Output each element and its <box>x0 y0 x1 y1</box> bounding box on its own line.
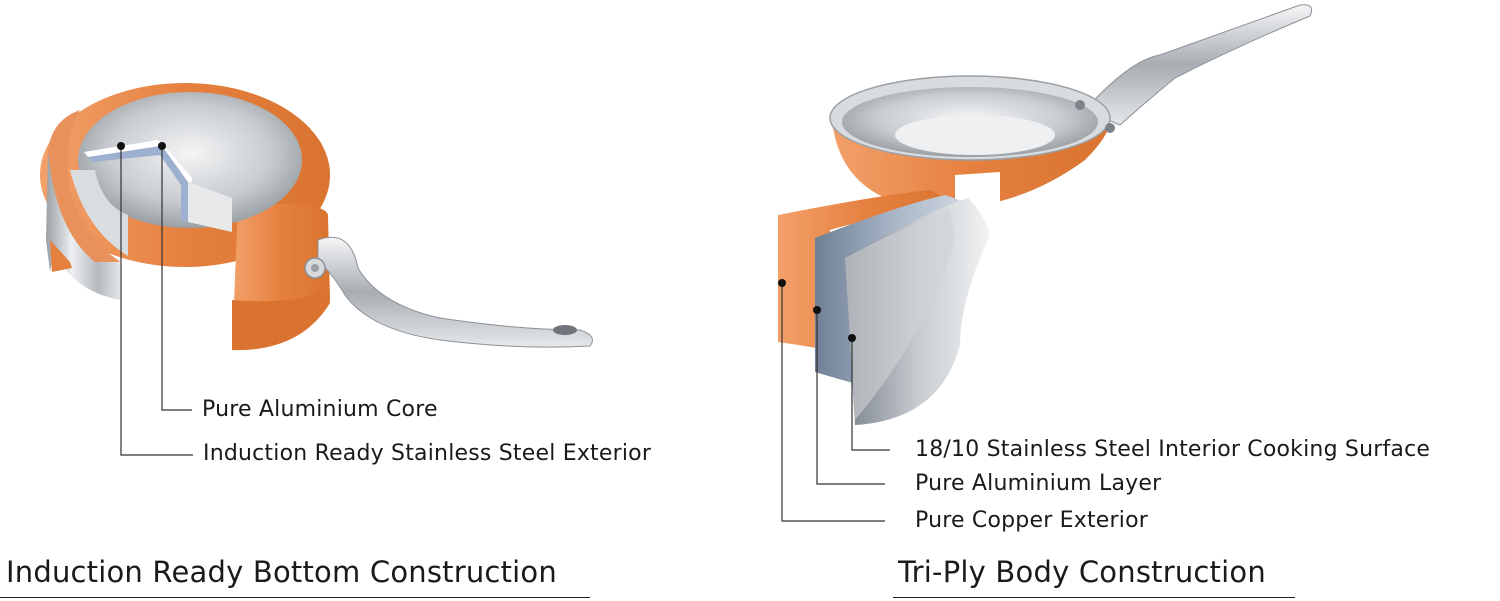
leader-dots <box>117 142 856 342</box>
dot-aluminium-layer <box>813 306 821 314</box>
saucepan-cutaway <box>40 83 593 351</box>
frypan-cutaway <box>778 4 1313 425</box>
heading-left-rule <box>0 597 590 598</box>
label-pure-aluminium-layer: Pure Aluminium Layer <box>915 471 1162 496</box>
dot-stainless-exterior <box>117 142 125 150</box>
heading-right: Tri-Ply Body Construction <box>898 555 1266 589</box>
heading-right-rule <box>893 597 1295 598</box>
leader-aluminium-layer <box>816 310 885 485</box>
label-stainless-interior: 18/10 Stainless Steel Interior Cooking S… <box>915 437 1431 462</box>
dot-copper-exterior <box>778 279 786 287</box>
leader-aluminium-core <box>161 146 192 411</box>
dot-interior-surface <box>848 334 856 342</box>
heading-left: Induction Ready Bottom Construction <box>6 555 557 589</box>
dot-aluminium-core <box>158 142 166 150</box>
label-pure-aluminium-core: Pure Aluminium Core <box>202 397 438 422</box>
label-induction-ready-exterior: Induction Ready Stainless Steel Exterior <box>203 441 652 466</box>
leader-lines <box>120 146 890 522</box>
leader-stainless-exterior <box>120 146 193 456</box>
leader-interior-surface <box>851 338 890 451</box>
label-pure-copper-exterior: Pure Copper Exterior <box>915 508 1148 533</box>
leader-copper-exterior <box>781 283 885 522</box>
